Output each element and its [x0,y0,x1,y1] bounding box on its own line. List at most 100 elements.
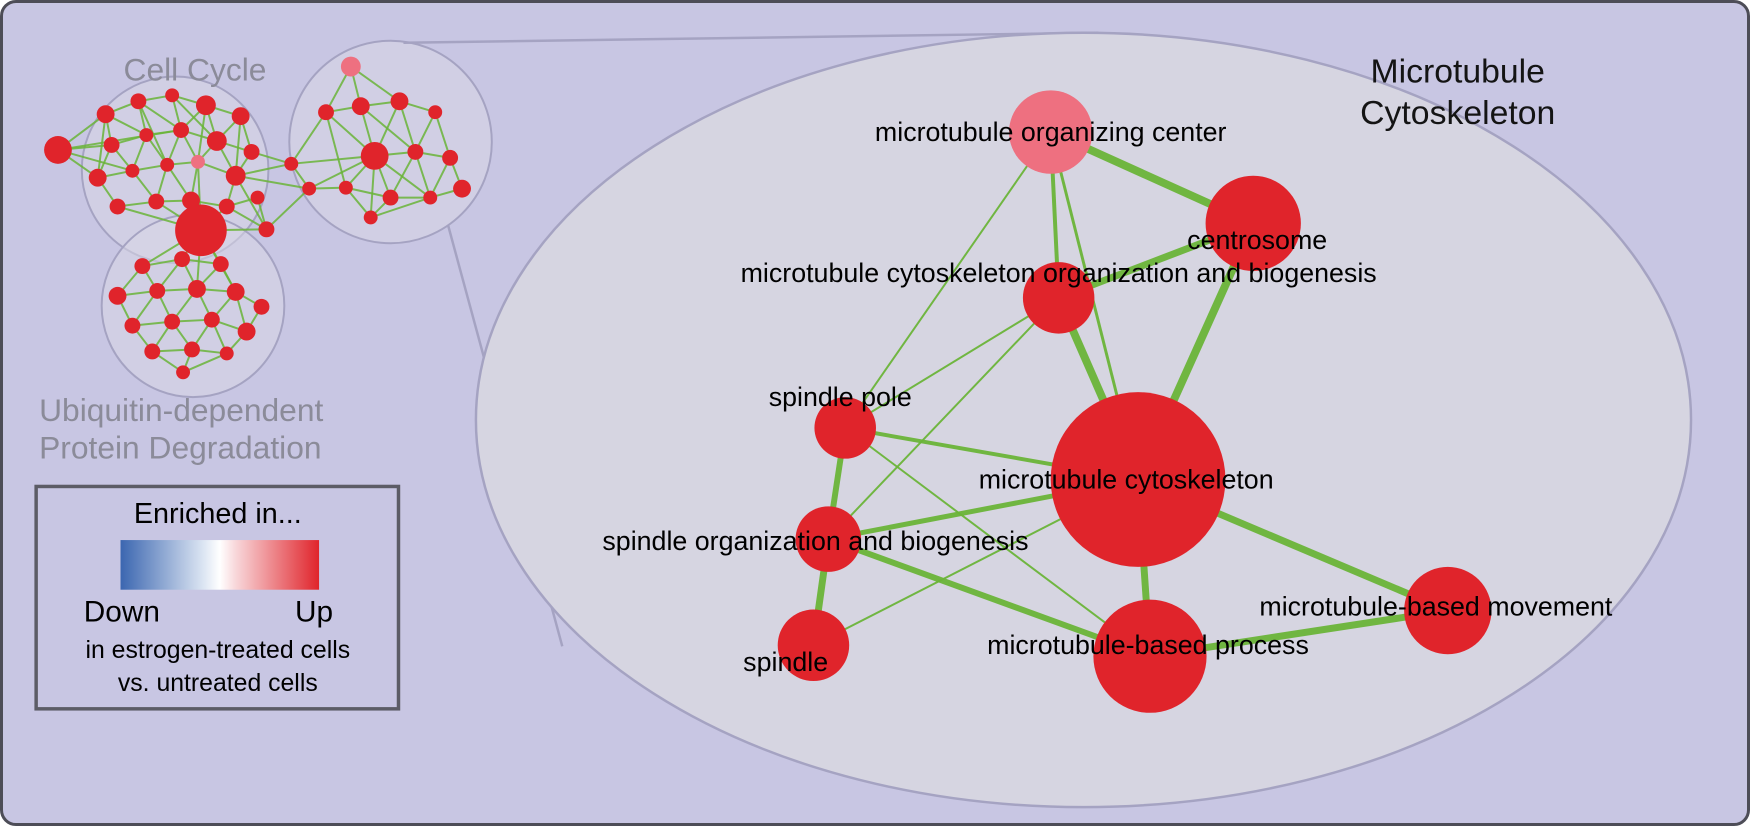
enrichment-map-svg: microtubule organizing centercentrosomem… [34,31,1693,809]
overview-edge [350,65,401,103]
overview-edge [370,196,431,219]
overview-node [182,191,200,210]
node-label-centrosome: centrosome [1187,225,1327,255]
overview-node [428,105,443,120]
overview-node [165,88,180,103]
overview-edge [291,154,375,165]
overview-node [423,190,438,205]
overview-node [206,131,227,151]
node-label-mt_movement: microtubule-based movement [1259,592,1613,622]
legend-down-label: Down [84,595,160,628]
cluster-circle-microtubule [288,39,493,245]
overview-node [284,156,299,171]
legend-caption-line1: in estrogen-treated cells [85,637,350,664]
overview-edge [265,187,310,231]
legend: Enriched in... Down Up in estrogen-treat… [34,484,401,711]
overview-node [164,313,181,330]
overview-node [184,341,200,358]
overview-edge [182,352,228,374]
ubiquitin-label-line1: Ubiquitin-dependent [39,392,323,428]
overview-edge [325,111,347,188]
overview-edge [234,175,268,230]
overview-node [212,256,229,273]
overview-node [340,56,361,77]
overview-node [219,346,234,361]
overview-node [134,258,151,275]
cell-cycle-label: Cell Cycle [124,51,267,87]
zoom-node-layer [777,90,1492,713]
node-mt_movement [1404,566,1492,655]
overview-node [225,165,246,186]
overview-node [442,149,459,166]
overview-edge [414,151,432,198]
overview-edge [171,94,218,142]
legend-up-label: Up [295,595,333,628]
overview-edge [235,174,310,190]
overview-edge [389,151,417,199]
overview-node [231,107,250,126]
node-label-mt_process: microtubule-based process [987,630,1309,660]
overview-node [363,210,378,225]
overview-node [407,143,424,160]
overview-node [109,198,126,215]
overview-node [453,179,471,198]
overview-edge [137,100,182,131]
node-spindle_pole [814,397,876,459]
overview-edge [434,111,452,159]
overview-node [338,180,353,195]
overview-node [318,104,334,121]
node-label-moc: microtubule organizing center [875,117,1227,147]
node-spindle [777,609,850,682]
overview-node [149,282,166,299]
overview-node [44,136,72,164]
overview-node [124,317,141,334]
overview-node [243,143,260,160]
overview-node [174,251,191,268]
edge-spindle_org-mt_process [827,536,1152,660]
overview-node [195,95,216,116]
edge-moc-spindle_pole [844,131,1052,429]
node-moc [1009,90,1093,174]
legend-box [34,484,401,711]
overview-node [258,221,275,238]
node-label-spindle_org: spindle organization and biogenesis [602,526,1028,556]
overview-node [191,154,205,169]
zoom-label-layer: microtubule organizing centercentrosomem… [602,117,1613,677]
overview-node [173,122,190,139]
edge-spindle_pole-mt_process [844,427,1151,658]
edge-mco-spindle_org [827,297,1060,540]
ubiquitin-label-line2: Protein Degradation [39,430,321,466]
node-spindle_org [795,506,862,572]
legend-caption-line2: vs. untreated cells [118,670,318,697]
overview-node [144,343,161,360]
overview-node [302,181,317,196]
overview-edge [290,111,327,165]
legend-gradient-bar [120,540,320,590]
node-centrosome [1205,175,1301,272]
node-label-mco: microtubule cytoskeleton organization an… [741,258,1377,288]
overview-node [176,365,191,380]
node-label-mt_cyto: microtubule cytoskeleton [979,464,1274,494]
overview-node [108,286,127,305]
overview-cluster-circles [80,39,493,399]
node-mt_process [1093,599,1207,713]
overview-node-layer [44,56,471,380]
overview-node [160,157,175,172]
overview-node [253,298,270,315]
overview-node [203,311,220,328]
overview-edge [96,114,107,178]
overview-node [188,279,206,298]
overview-node [130,93,147,110]
microtubule-title-line2: Cytoskeleton [1360,94,1555,132]
legend-title: Enriched in... [134,498,302,530]
overview-node [148,193,165,210]
overview-node [390,92,409,111]
overview-node [237,322,256,341]
overview-node [218,198,235,215]
overview-node [351,97,370,116]
microtubule-title-line1: Microtubule [1371,52,1545,90]
overview-node [175,204,227,257]
overview-edge [234,116,242,176]
overview-edge [360,105,417,153]
overview-node [125,163,140,178]
